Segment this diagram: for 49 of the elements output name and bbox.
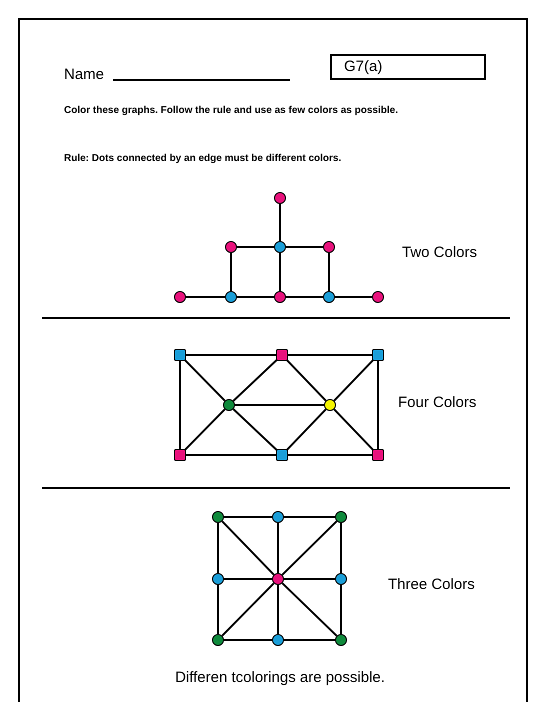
graph-edge: [286, 296, 323, 298]
graph-edge: [237, 246, 274, 248]
graph-edge: [328, 253, 330, 291]
label-text: Differen tcolorings are possible.: [174, 668, 386, 688]
graph-edge: [186, 296, 225, 298]
graph-edge: [235, 404, 324, 406]
graph-edge: [288, 354, 372, 356]
graph-edge: [340, 585, 342, 634]
graph-edge: [237, 296, 274, 298]
graph-edge: [333, 358, 375, 402]
graph-edge: [186, 354, 276, 356]
graph-edge: [377, 361, 379, 449]
label-text: Three Colors: [388, 575, 476, 595]
graph-edge: [232, 358, 278, 402]
graph-edge: [284, 639, 335, 641]
graph-edge: [224, 639, 272, 641]
graph-edge: [183, 358, 226, 402]
graph-edge: [224, 578, 272, 580]
code-box: G7(a): [330, 54, 486, 80]
label-text: Name: [64, 65, 106, 85]
graph-edge: [288, 454, 372, 456]
graph-edge: [232, 408, 278, 452]
graph-edge: [335, 296, 372, 298]
graph-edge: [279, 204, 281, 241]
graph-edge: [282, 520, 338, 576]
graph-edge: [277, 523, 279, 573]
graph-edge: [217, 585, 219, 634]
graph-edge: [284, 516, 335, 518]
label-text: Two Colors: [402, 243, 478, 263]
graph-edge: [224, 516, 272, 518]
graph-edge: [284, 578, 335, 580]
label-text: Four Colors: [398, 393, 478, 413]
graph-edge: [333, 408, 375, 452]
graph-edge: [221, 520, 275, 576]
graph-edge: [183, 408, 226, 452]
graph-edge: [217, 523, 219, 573]
graph-edge: [282, 582, 338, 637]
graph-edge: [179, 361, 181, 449]
graph-edge: [285, 358, 327, 402]
graph-edge: [230, 253, 232, 291]
graph-edge: [186, 454, 276, 456]
graph-edge: [340, 523, 342, 573]
graph-edge: [285, 408, 327, 452]
graph-edge: [222, 582, 274, 636]
graph-edge: [286, 246, 323, 248]
graph-edge: [279, 253, 281, 291]
graph-edge: [277, 585, 279, 634]
label-text: Rule: Dots connected by an edge must be different colors.: [64, 152, 342, 166]
label-text: Color these graphs. Follow the rule and use as few colors as possible.: [64, 104, 399, 117]
